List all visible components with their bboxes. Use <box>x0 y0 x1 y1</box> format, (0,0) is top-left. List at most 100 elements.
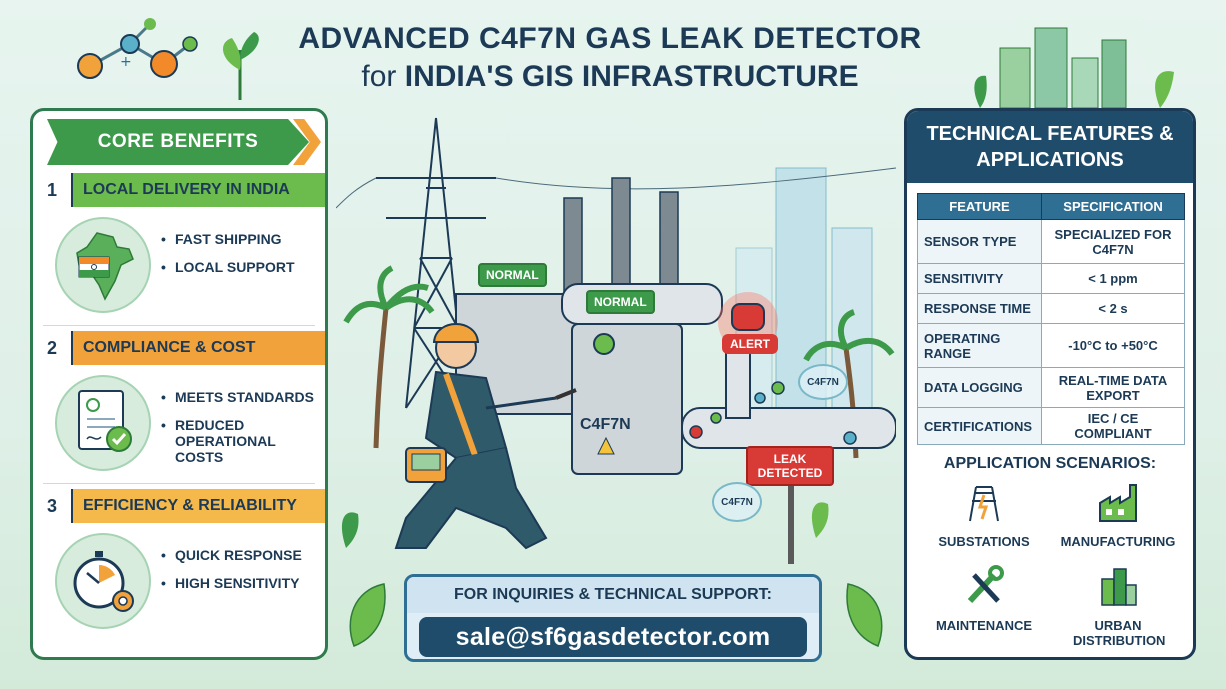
table-row: DATA LOGGING REAL-TIME DATA EXPORT <box>917 367 1185 408</box>
contact-label: FOR INQUIRIES & TECHNICAL SUPPORT: <box>407 577 819 613</box>
india-map-icon <box>55 217 151 313</box>
feature-cell: OPERATING RANGE <box>917 323 1042 368</box>
leaf-icon <box>349 583 386 647</box>
spec-cell: -10°C to +50°C <box>1041 323 1185 368</box>
contact-email[interactable]: sale@sf6gasdetector.com <box>419 617 807 657</box>
feature-cell: CERTIFICATIONS <box>917 407 1042 445</box>
benefit-number: 1 <box>33 173 73 207</box>
spec-cell: < 2 s <box>1041 293 1185 324</box>
ground-plant <box>811 502 829 538</box>
divider <box>43 483 315 484</box>
spec-cell: REAL-TIME DATA EXPORT <box>1041 367 1185 408</box>
factory-icon <box>1099 484 1137 522</box>
spec-cell: < 1 ppm <box>1041 263 1185 294</box>
gas-bubble: C4F7N <box>712 482 762 522</box>
bullet-item: QUICK RESPONSE <box>161 547 302 563</box>
stopwatch-gear-icon <box>55 533 151 629</box>
leak-sign-post <box>788 484 794 564</box>
technical-features-panel: TECHNICAL FEATURES & APPLICATIONS FEATUR… <box>904 108 1196 660</box>
palm-tree-left <box>343 265 435 449</box>
bullet-item: MEETS STANDARDS <box>161 389 314 405</box>
benefit-body: QUICK RESPONSE HIGH SENSITIVITY <box>33 523 325 633</box>
core-benefits-banner: CORE BENEFITS <box>47 119 309 165</box>
app-urban-distribution: URBAN DISTRIBUTION <box>1051 565 1185 648</box>
benefit-label: LOCAL DELIVERY IN INDIA <box>73 173 325 207</box>
ground-plant <box>341 512 359 548</box>
title-line-1: ADVANCED C4F7N GAS LEAK DETECTOR <box>298 22 922 55</box>
feature-cell: RESPONSE TIME <box>917 293 1042 324</box>
status-tag-alert: ALERT <box>722 334 778 354</box>
app-label: SUBSTATIONS <box>938 534 1030 549</box>
divider <box>43 325 315 326</box>
table-row: SENSITIVITY < 1 ppm <box>917 263 1185 294</box>
svg-text:+: + <box>120 54 132 70</box>
column-header: FEATURE <box>917 193 1042 220</box>
benefit-section-2: 2 COMPLIANCE & COST MEETS ST <box>33 331 325 475</box>
leaf-icon <box>846 583 883 647</box>
app-manufacturing: MANUFACTURING <box>1051 481 1185 549</box>
substation-tower-icon <box>969 486 999 522</box>
benefit-number: 2 <box>33 331 73 365</box>
application-scenarios-title: APPLICATION SCENARIOS: <box>943 455 1157 472</box>
city-buildings-icon <box>1101 568 1137 606</box>
contact-box: FOR INQUIRIES & TECHNICAL SUPPORT: sale@… <box>404 574 822 662</box>
feature-cell: DATA LOGGING <box>917 367 1042 408</box>
benefit-header: 3 EFFICIENCY & RELIABILITY <box>33 489 325 523</box>
benefit-bullets: MEETS STANDARDS REDUCED OPERATIONAL COST… <box>161 389 314 477</box>
device-label: C4F7N <box>580 416 631 433</box>
table-row: SENSOR TYPE SPECIALIZED FOR C4F7N <box>917 219 1185 264</box>
benefit-header: 1 LOCAL DELIVERY IN INDIA <box>33 173 325 207</box>
app-maintenance: MAINTENANCE <box>917 565 1051 633</box>
benefit-section-3: 3 EFFICIENCY & RELIABILITY QUICK RESPONS… <box>33 489 325 633</box>
transmission-tower <box>336 117 896 409</box>
column-header: SPECIFICATION <box>1041 193 1185 220</box>
app-label: MANUFACTURING <box>1060 534 1176 549</box>
leak-detected-sign: LEAK DETECTED <box>746 446 834 486</box>
table-row: RESPONSE TIME < 2 s <box>917 293 1185 324</box>
feature-cell: SENSITIVITY <box>917 263 1042 294</box>
app-label: MAINTENANCE <box>935 618 1033 633</box>
plant-icon <box>222 32 259 100</box>
benefit-bullets: FAST SHIPPING LOCAL SUPPORT <box>161 231 295 287</box>
benefit-header: 2 COMPLIANCE & COST <box>33 331 325 365</box>
insulators <box>563 177 679 303</box>
technical-features-heading: TECHNICAL FEATURES & APPLICATIONS <box>907 111 1193 183</box>
title-line-2: for INDIA'S GIS INFRASTRUCTURE <box>260 60 960 94</box>
title-prefix: for <box>361 60 405 93</box>
benefit-section-1: 1 LOCAL DELIVERY IN INDIA FAST SHIPPING … <box>33 173 325 317</box>
wrench-screwdriver-icon <box>967 565 1004 604</box>
bullet-item: LOCAL SUPPORT <box>161 259 295 275</box>
core-benefits-panel: CORE BENEFITS 1 LOCAL DELIVERY IN INDIA <box>30 108 328 660</box>
bullet-item: HIGH SENSITIVITY <box>161 575 302 591</box>
table-row: OPERATING RANGE -10°C to +50°C <box>917 323 1185 368</box>
table-row: CERTIFICATIONS IEC / CE COMPLIANT <box>917 407 1185 445</box>
feature-cell: SENSOR TYPE <box>917 219 1042 264</box>
status-tag-normal: NORMAL <box>586 290 655 314</box>
certificate-document-icon <box>55 375 151 471</box>
benefit-label: EFFICIENCY & RELIABILITY <box>73 489 325 523</box>
status-tag-normal: NORMAL <box>478 263 547 287</box>
bullet-item: FAST SHIPPING <box>161 231 295 247</box>
gas-molecule-icons <box>689 381 857 445</box>
molecule-icon: + <box>77 18 198 79</box>
substation-scene <box>336 117 896 564</box>
worker-figure <box>394 323 577 550</box>
spec-cell: IEC / CE COMPLIANT <box>1041 407 1185 445</box>
app-substations: SUBSTATIONS <box>917 481 1051 549</box>
application-scenarios: SUBSTATIONS MANUFACTURING MAINTENANCE <box>917 481 1185 651</box>
gas-bubble: C4F7N <box>798 364 848 400</box>
spec-cell: SPECIALIZED FOR C4F7N <box>1041 219 1185 264</box>
spec-header-row: FEATURE SPECIFICATION <box>917 193 1185 220</box>
spec-table: FEATURE SPECIFICATION SENSOR TYPE SPECIA… <box>917 193 1185 445</box>
benefit-bullets: QUICK RESPONSE HIGH SENSITIVITY <box>161 547 302 603</box>
benefit-number: 3 <box>33 489 73 523</box>
benefit-body: MEETS STANDARDS REDUCED OPERATIONAL COST… <box>33 365 325 475</box>
app-label: URBAN DISTRIBUTION <box>1073 618 1166 648</box>
page-title: ADVANCED C4F7N GAS LEAK DETECTOR for IND… <box>260 22 960 94</box>
benefit-label: COMPLIANCE & COST <box>73 331 325 365</box>
benefit-body: FAST SHIPPING LOCAL SUPPORT <box>33 207 325 317</box>
city-skyline-icon <box>974 27 1174 108</box>
title-bold: INDIA'S GIS INFRASTRUCTURE <box>404 60 859 93</box>
core-benefits-title: CORE BENEFITS <box>97 131 259 152</box>
